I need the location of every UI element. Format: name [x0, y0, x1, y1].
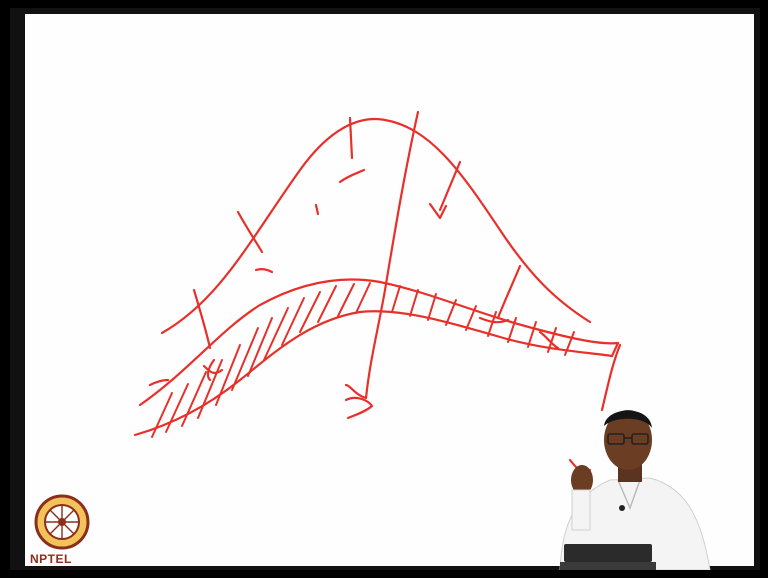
band-lower	[133, 310, 614, 437]
arrow-mark	[348, 116, 354, 160]
bell-curve	[160, 117, 592, 335]
band-upper	[138, 278, 620, 407]
nptel-logo-text: NPTEL	[30, 552, 72, 566]
hatching	[151, 282, 575, 438]
vertical-axis-arrow	[364, 110, 420, 400]
laptop	[560, 544, 656, 570]
nptel-logo	[28, 494, 108, 568]
nptel-wheel-icon	[34, 494, 90, 550]
